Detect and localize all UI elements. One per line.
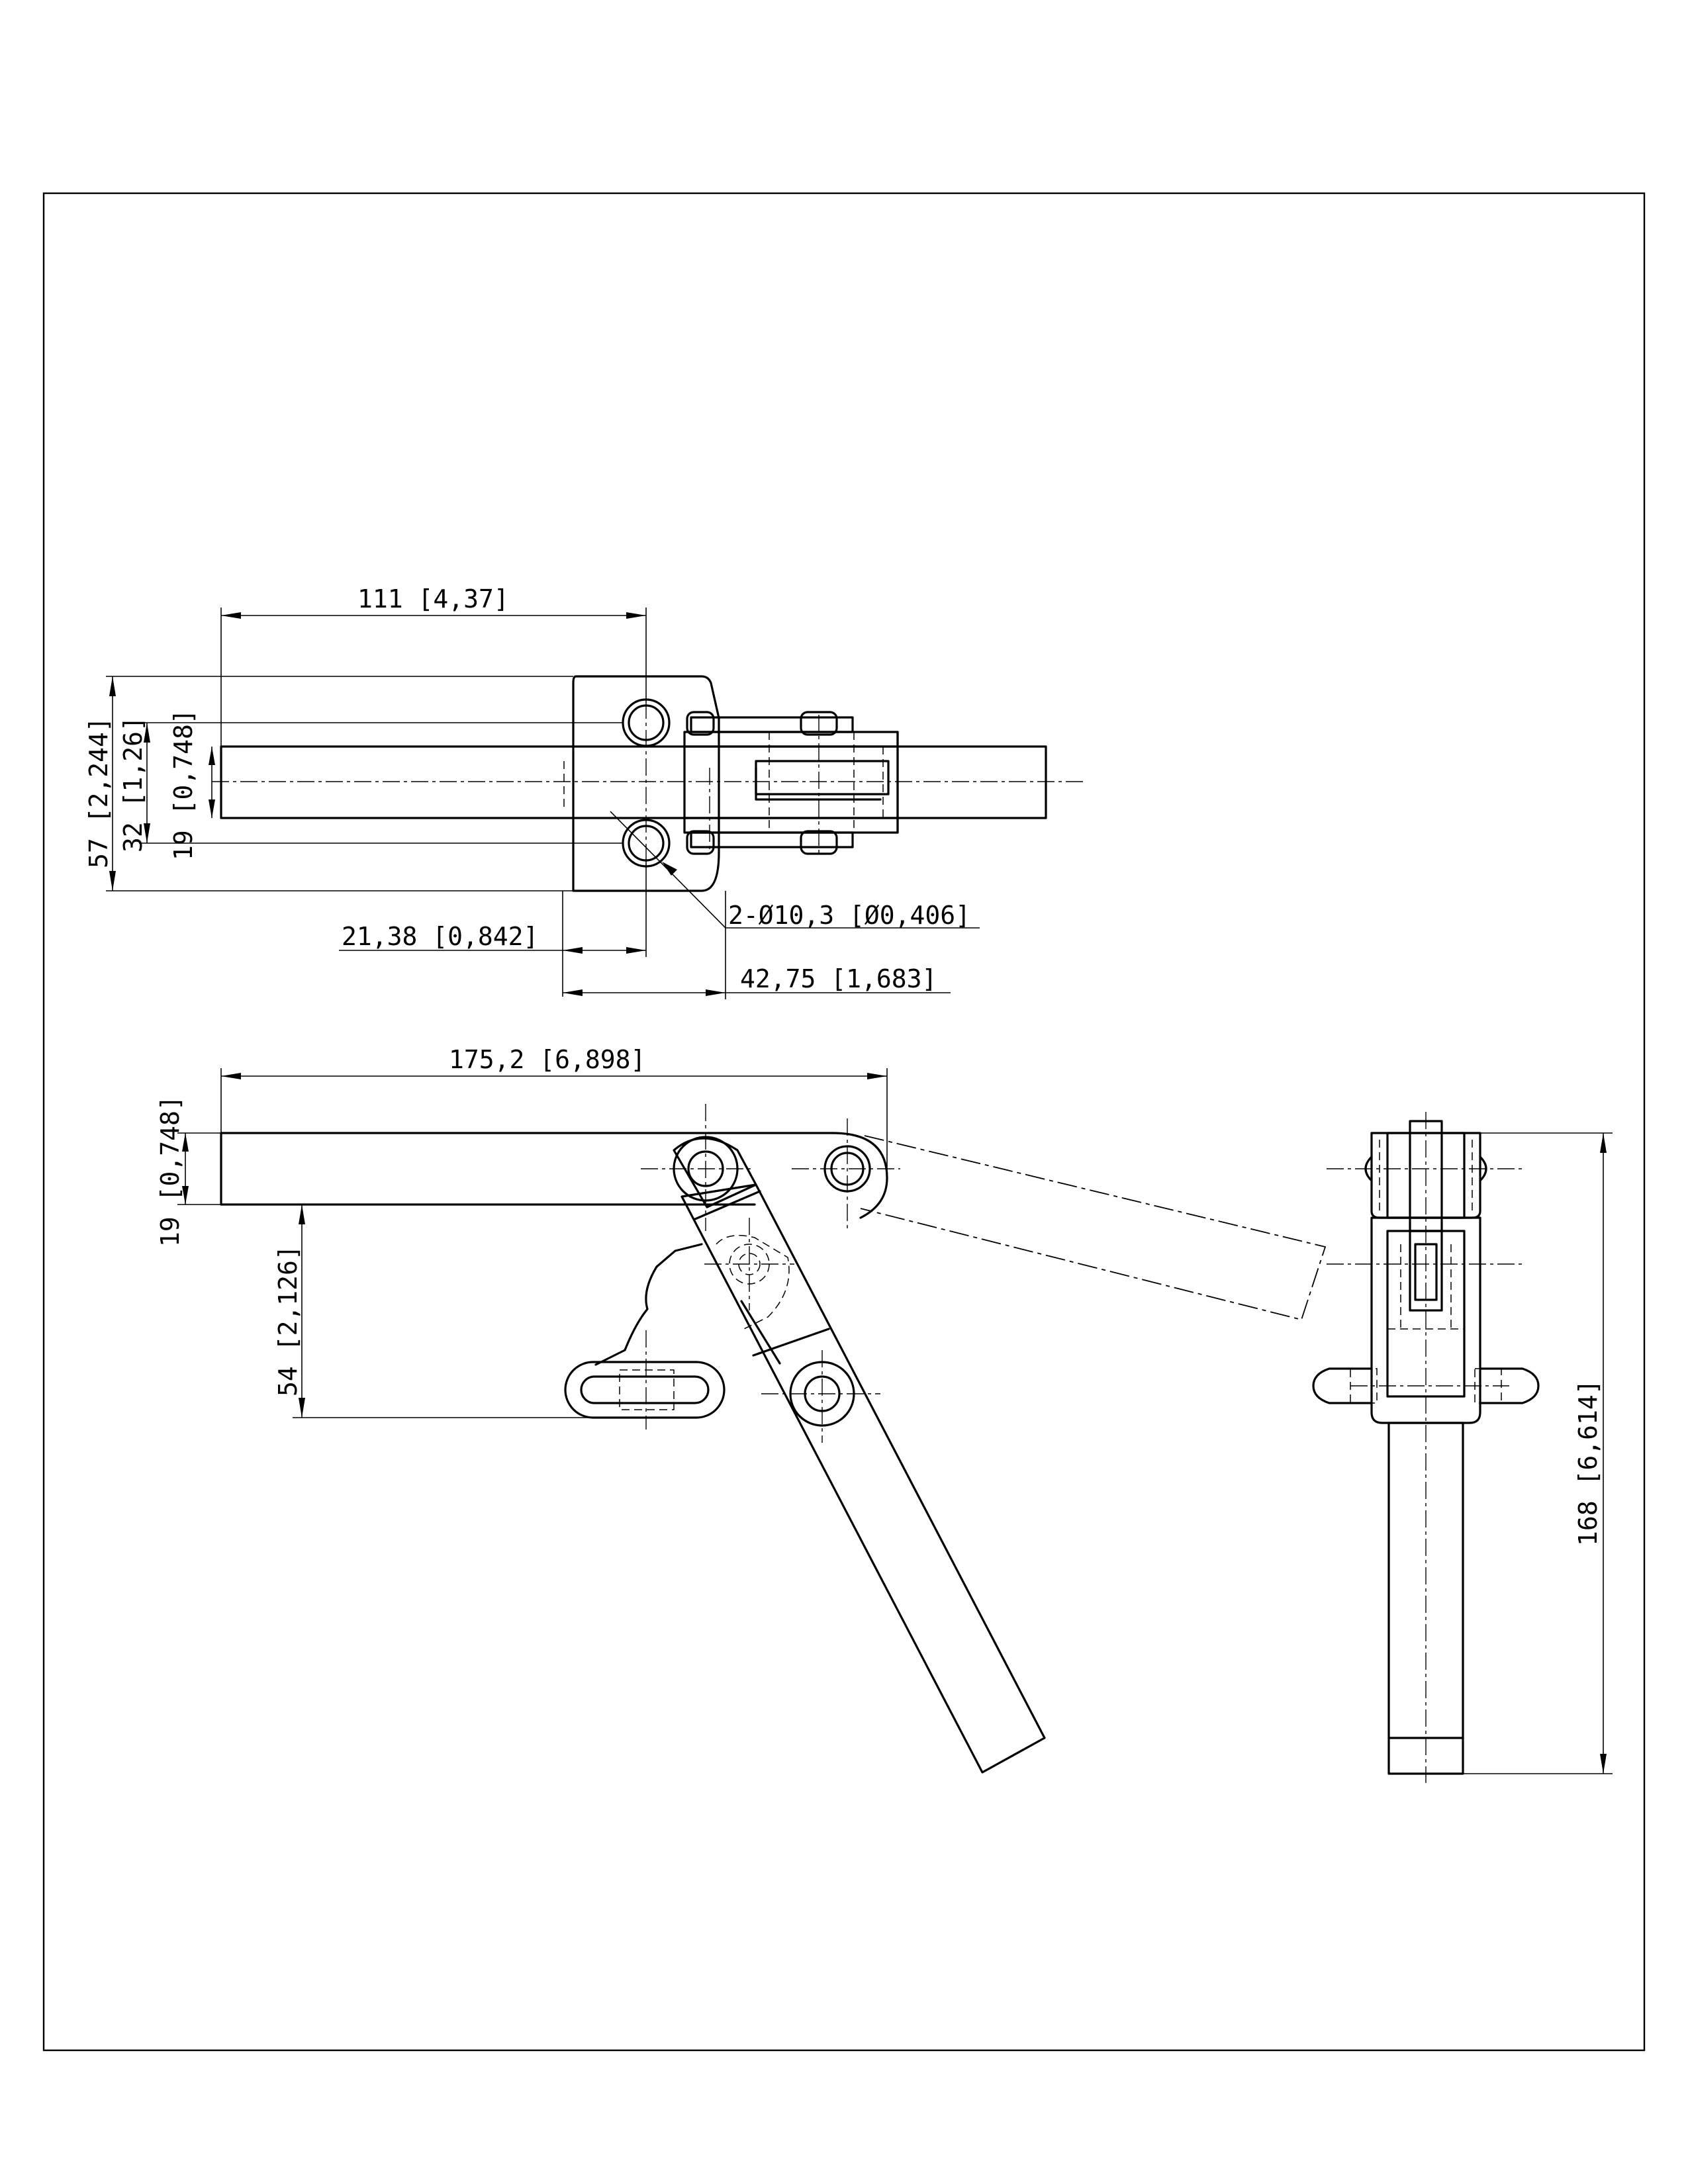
ghost-arm	[860, 1135, 1327, 1321]
clamp-arm-nose	[831, 1132, 888, 1219]
clevis-slot	[755, 760, 890, 796]
arrowhead	[563, 947, 583, 954]
top-bar	[220, 745, 1047, 819]
mount-ear-left	[1312, 1367, 1373, 1404]
pivot-body-edge	[740, 1300, 781, 1365]
handle-band	[752, 1328, 830, 1357]
arrowhead	[109, 871, 116, 891]
dim-base-height: 57 [2,244]	[84, 717, 113, 868]
side-body	[1370, 1216, 1481, 1424]
clevis-detail	[755, 766, 882, 801]
pin-top	[800, 711, 838, 736]
dim-hole-note: 2-Ø10,3 [Ø0,406]	[728, 901, 970, 930]
clamp-arm	[220, 1132, 834, 1206]
mount-bolt	[619, 1369, 675, 1410]
arrowhead	[299, 1398, 305, 1418]
dim-overall-length: 111 [4,37]	[357, 584, 509, 614]
hidden-cam-profile	[716, 1234, 790, 1331]
dim-arm-height: 19 [0,748]	[156, 1095, 185, 1247]
dim-base-width: 42,75 [1,683]	[740, 964, 937, 993]
front-view	[220, 1104, 1327, 1774]
mount-foot	[564, 1361, 726, 1419]
sheet-border	[42, 192, 1646, 2052]
arrowhead	[626, 947, 646, 954]
dim-arm-length: 175,2 [6,898]	[449, 1045, 645, 1074]
handle-arm	[680, 1183, 1046, 1774]
arrowhead	[144, 723, 150, 743]
dim-bar-height: 19 [0,748]	[169, 709, 198, 860]
pin-top	[686, 711, 715, 736]
link-arm	[673, 1137, 757, 1208]
clevis-lug-bottom	[690, 831, 854, 848]
top-view-dimensions: 111 [4,37] 57 [2,244] 32 [1,26] 19 [0,74…	[84, 584, 980, 999]
arrowhead	[662, 862, 677, 876]
base-plate-outline	[572, 675, 720, 892]
arrowhead	[209, 799, 215, 818]
arrowhead	[221, 612, 241, 619]
top-view	[212, 675, 1086, 892]
pin-bottom	[686, 830, 715, 855]
arrowhead	[1600, 1133, 1607, 1153]
mount-ear-right	[1479, 1367, 1540, 1404]
arrowhead	[1600, 1754, 1607, 1774]
handle-band	[694, 1190, 761, 1220]
front-view-dimensions: 175,2 [6,898] 19 [0,748] 54 [2,126]	[156, 1045, 888, 1418]
arrowhead	[706, 989, 726, 996]
mount-slot	[580, 1375, 710, 1404]
arrowhead	[182, 1186, 189, 1205]
dim-hole-offset: 21,38 [0,842]	[342, 922, 538, 951]
arrowhead	[299, 1205, 305, 1224]
arrowhead	[182, 1133, 189, 1152]
dim-handle-drop: 54 [2,126]	[273, 1245, 303, 1396]
arrowhead	[626, 612, 646, 619]
arrowhead	[209, 747, 215, 765]
pivot-body	[594, 1243, 703, 1366]
arrowhead	[563, 989, 583, 996]
link-pin-inner	[687, 1150, 724, 1187]
arrowhead	[867, 1073, 887, 1079]
clevis-lug-top	[690, 716, 854, 733]
arrowhead	[144, 823, 150, 843]
side-view	[1312, 1112, 1540, 1783]
arrowhead	[109, 676, 116, 696]
dim-total-height: 168 [6,614]	[1573, 1379, 1603, 1546]
side-view-dimensions: 168 [6,614]	[1442, 1132, 1613, 1774]
arrowhead	[221, 1073, 241, 1079]
dim-hole-spacing: 32 [1,26]	[118, 716, 148, 852]
